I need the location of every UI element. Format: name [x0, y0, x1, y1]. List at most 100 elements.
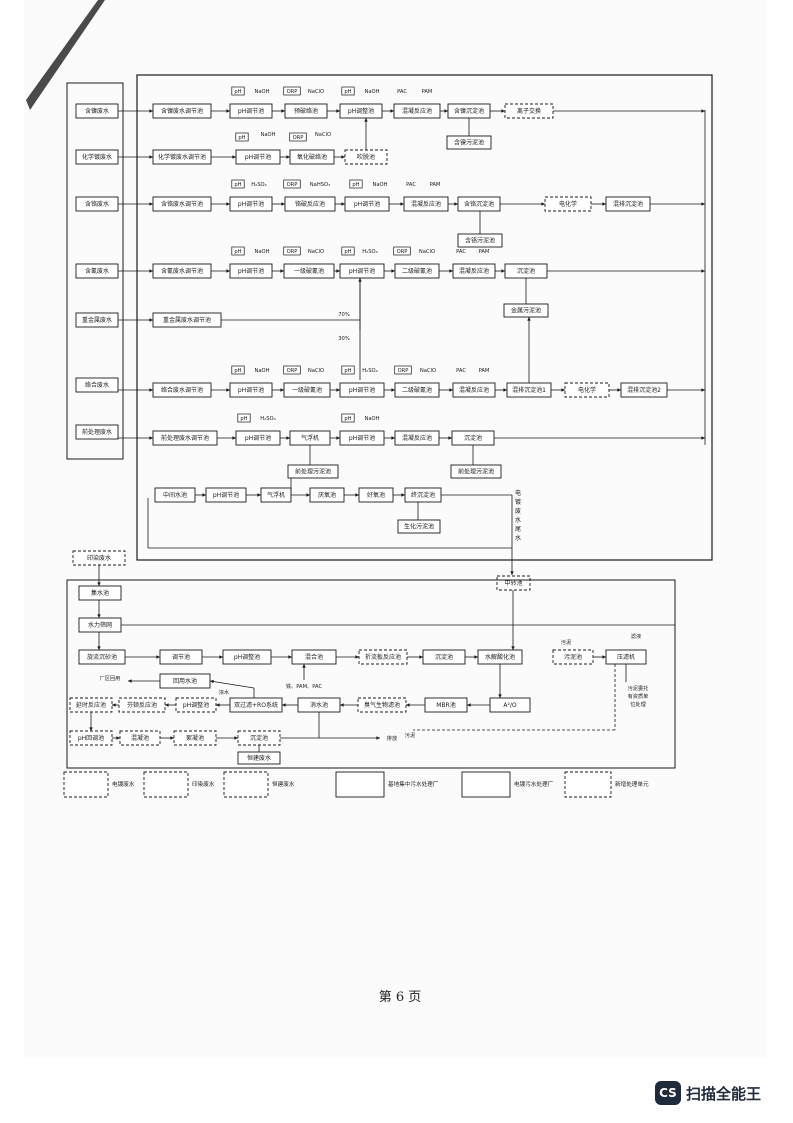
- arrow-head: [232, 436, 236, 440]
- arrow-head: [541, 202, 545, 206]
- sludge-disposal-note: 有资质单: [628, 692, 649, 700]
- process-box-label: pH调节池: [349, 434, 375, 442]
- process-box-label: pH调节池: [349, 267, 375, 275]
- dosing-tag: pH: [234, 89, 241, 95]
- scan-fold-shadow: [26, 0, 105, 110]
- legend-label: 电镀污水处理厂: [514, 780, 554, 788]
- arrow-head: [401, 493, 405, 497]
- arrow-head: [701, 436, 705, 440]
- arrow-head: [454, 202, 458, 206]
- chemical-dosing-note: 铁、PAM、PAC: [286, 682, 323, 690]
- dosing-tag-box: [349, 179, 363, 189]
- process-box-label: pH回调池: [78, 734, 104, 742]
- process-box-label: 重金属废水: [82, 316, 112, 324]
- dosing-tag: H₂SO₄: [260, 416, 275, 422]
- process-box-label: pH调节池: [245, 153, 271, 161]
- arrow-head: [467, 703, 471, 707]
- process-box-label: pH调节池: [349, 386, 375, 394]
- arrow-head: [226, 388, 230, 392]
- arrow-head: [165, 703, 169, 707]
- process-box-label: 混合池: [305, 653, 323, 661]
- source-box: [75, 377, 119, 393]
- process-box-label: 水解酸化池: [485, 653, 515, 661]
- dosing-tag: pH: [234, 368, 241, 374]
- arrow-head: [336, 436, 340, 440]
- sludge-box: [450, 464, 502, 479]
- dosing-tag: ORP: [287, 368, 298, 374]
- tail-water-label: 水: [515, 516, 521, 524]
- arrow-head: [97, 582, 101, 586]
- process-box-label: pH调节池: [238, 107, 264, 115]
- legend-label: 印染废水: [192, 780, 215, 788]
- process-box-label: pH调节池: [238, 386, 264, 394]
- arrow-head: [355, 493, 359, 497]
- arrow-head: [701, 202, 705, 206]
- split-percent: 70%: [338, 312, 350, 318]
- arrow-head: [341, 155, 345, 159]
- arrow-head: [340, 703, 344, 707]
- process-box-label: 络合废水调节池: [161, 386, 203, 394]
- arrow-head: [336, 109, 340, 113]
- reuse-label: 厂区回用: [100, 675, 121, 682]
- process-box-label: 中间水池: [163, 491, 187, 499]
- process-box-label: 中转池: [504, 579, 522, 587]
- sludge-label: 污泥: [405, 731, 415, 739]
- process-box-label: A²/O: [503, 702, 517, 709]
- process-box-label: 絮凝池: [186, 734, 204, 742]
- process-box-label: pH调节池: [245, 434, 271, 442]
- arrow-head: [226, 202, 230, 206]
- sludge-box: [503, 303, 549, 318]
- process-box-label: pH调整池: [183, 701, 209, 709]
- process-box-label: 一级破氰池: [292, 386, 322, 394]
- sludge-box: [287, 464, 339, 479]
- process-box-label: 离子交换: [517, 107, 541, 115]
- process-box-label: 混排沉淀池2: [627, 386, 661, 394]
- arrow-head: [474, 655, 478, 659]
- process-box-label: 前处理污泥池: [458, 468, 494, 476]
- arrow-head: [170, 736, 174, 740]
- process-box-label: 含镍废水调节池: [161, 107, 203, 115]
- sludge-box: [446, 135, 492, 150]
- dosing-tag-box: [235, 132, 249, 142]
- dosing-tag: H₂SO₄: [362, 368, 377, 374]
- arrow-head: [358, 278, 362, 282]
- flow-arrow: [209, 680, 255, 689]
- process-box-label: 含镍废水: [85, 107, 109, 115]
- dosing-tag: pH: [344, 368, 351, 374]
- arrow-head: [448, 436, 452, 440]
- process-box-label: 调节池: [172, 653, 190, 661]
- process-box-label: pH调节池: [354, 200, 380, 208]
- arrow-head: [527, 317, 531, 321]
- source-box: [75, 424, 119, 440]
- arrow-head: [419, 655, 423, 659]
- dosing-tag: NaClO: [315, 132, 331, 138]
- arrow-head: [232, 155, 236, 159]
- arrow-head: [149, 388, 153, 392]
- dosing-tag-box: [341, 86, 355, 96]
- process-box-label: 沉淀池: [250, 734, 268, 742]
- process-box-label: 含氰废水调节池: [161, 267, 203, 275]
- split-percent: 30%: [338, 336, 350, 342]
- arrow-head: [286, 436, 290, 440]
- arrow-head: [390, 109, 394, 113]
- arrow-head: [286, 155, 290, 159]
- arrow-head: [602, 655, 606, 659]
- arrow-head: [701, 388, 705, 392]
- process-box-label: 生化污泥池: [404, 523, 434, 531]
- arrow-head: [406, 703, 410, 707]
- watermark-text: 扫描全能王: [686, 1084, 762, 1103]
- arrow-head: [501, 109, 505, 113]
- process-box-label: 二级破氰池: [402, 386, 432, 394]
- arrow-head: [280, 269, 284, 273]
- filtrate-label: 滤液: [631, 632, 641, 640]
- dosing-tag-box: [231, 365, 245, 375]
- arrow-head: [391, 269, 395, 273]
- arrow-head: [128, 679, 132, 683]
- process-box-label: pH调整池: [234, 653, 260, 661]
- process-box-label: 氧化破络池: [297, 153, 327, 161]
- tail-water-label: 尾: [515, 526, 521, 533]
- process-box-label: pH调整池: [348, 107, 374, 115]
- dosing-tag-box: [341, 246, 355, 256]
- arrow-head: [149, 318, 153, 322]
- arrow-head: [364, 118, 368, 122]
